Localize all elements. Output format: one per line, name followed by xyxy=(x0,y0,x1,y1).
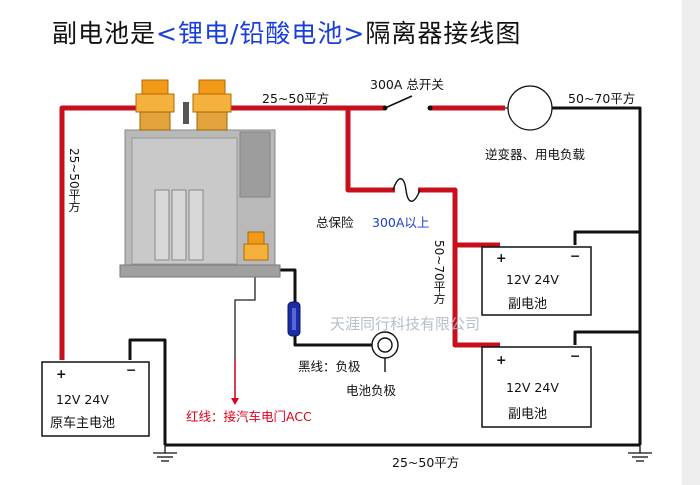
battery-main-voltage: 12V 24V xyxy=(56,392,109,407)
battery-main xyxy=(41,361,150,437)
red-positive-wires xyxy=(59,105,505,360)
wire-to-fuse xyxy=(345,108,395,193)
battery-main-positive: + xyxy=(56,366,67,381)
relay-terminal-right xyxy=(192,79,232,131)
label-fuse-rating: 300A以上 xyxy=(372,215,430,230)
wire-fuse-aux1 xyxy=(418,187,500,248)
title-highlight: <锂电/铅酸电池> xyxy=(156,19,366,48)
label-wire-right-top: 50~70平方 xyxy=(568,91,636,106)
inline-fuse-icon xyxy=(287,301,301,337)
battery-aux1-voltage: 12V 24V xyxy=(506,272,559,287)
watermark: 天涯同行科技有限公司 xyxy=(330,315,481,333)
relay-center-post xyxy=(183,102,189,124)
title-part1: 副电池是 xyxy=(52,19,157,48)
battery-aux2 xyxy=(481,346,592,428)
isolator-relay xyxy=(119,79,281,278)
wire-aux1-negative xyxy=(573,230,640,245)
right-edge-strip xyxy=(682,0,700,485)
battery-aux1 xyxy=(481,246,592,316)
relay-coil-terminal xyxy=(243,231,269,261)
acc-arrow-icon xyxy=(231,398,239,405)
label-battery-negative: 电池负极 xyxy=(346,383,397,398)
label-wire-bottom: 25~50平方 xyxy=(392,455,460,470)
load-circle-icon xyxy=(507,85,553,131)
main-switch-icon xyxy=(382,95,433,111)
label-load: 逆变器、用电负载 xyxy=(485,147,586,162)
battery-aux1-name: 副电池 xyxy=(508,297,548,312)
label-wire-mid-vertical: 50~70平方 xyxy=(432,240,446,305)
label-main-fuse: 总保险 xyxy=(316,215,354,230)
battery-aux2-voltage: 12V 24V xyxy=(506,380,559,395)
battery-aux1-positive: + xyxy=(496,250,507,265)
battery-aux2-name: 副电池 xyxy=(508,407,548,422)
wire-main-positive xyxy=(59,105,145,360)
wire-aux2-negative xyxy=(573,330,640,345)
battery-negative-terminal-icon xyxy=(371,331,399,372)
thin-wires xyxy=(234,270,256,400)
label-wire-top-left: 25~50平方 xyxy=(262,91,330,106)
battery-aux1-negative: − xyxy=(570,248,581,263)
battery-aux2-positive: + xyxy=(496,352,507,367)
fuse-icon xyxy=(392,178,421,202)
battery-main-negative: − xyxy=(126,362,137,377)
label-black-wire: 黑线：负极 xyxy=(298,359,361,374)
ground-left-icon xyxy=(153,445,177,462)
title-part2: 隔离器接线图 xyxy=(365,19,522,48)
wire-acc xyxy=(234,270,256,400)
battery-aux2-negative: − xyxy=(570,348,581,363)
label-red-wire: 红线：接汽车电门ACC xyxy=(186,409,312,424)
label-wire-left-vertical: 25~50平方 xyxy=(67,148,81,213)
label-main-switch: 300A 总开关 xyxy=(370,77,444,92)
relay-terminal-left xyxy=(135,79,175,131)
battery-main-name: 原车主电池 xyxy=(50,416,116,431)
wire-main-negative xyxy=(128,338,167,445)
ground-right-icon xyxy=(628,445,652,462)
diagram-title: 副电池是<锂电/铅酸电池>隔离器接线图 xyxy=(52,14,521,50)
wire-aux2-positive xyxy=(452,245,500,348)
